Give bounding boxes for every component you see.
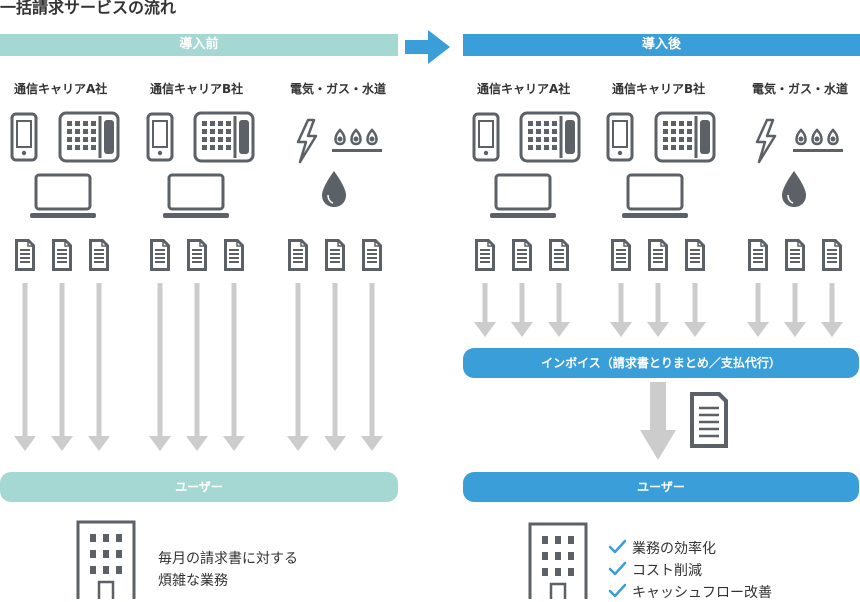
before-provider-a-label: 通信キャリアA社 — [14, 82, 108, 96]
water-drop-icon — [781, 170, 807, 208]
invoice-document-icon — [88, 238, 110, 272]
down-arrow-icon — [747, 283, 769, 337]
after-provider-b-label: 通信キャリアB社 — [612, 82, 706, 96]
after-header: 導入後 — [463, 34, 860, 56]
invoice-document-icon — [287, 238, 309, 272]
consolidated-invoice-icon — [690, 392, 728, 448]
transition-arrow-icon — [405, 30, 450, 64]
after-invoice-documents — [474, 238, 843, 272]
smartphone-icon — [146, 112, 174, 162]
desk-phone-icon — [519, 111, 581, 163]
smartphone-icon — [472, 112, 500, 162]
smartphone-icon — [606, 112, 634, 162]
consolidated-down-arrow-icon — [640, 382, 676, 460]
down-arrow-icon — [14, 283, 36, 451]
down-arrow-icon — [287, 283, 309, 451]
gas-flame-icon — [330, 128, 384, 154]
desk-phone-icon — [654, 111, 716, 163]
down-arrow-icon — [51, 283, 73, 451]
check-icon — [608, 539, 627, 554]
before-provider-b-label: 通信キャリアB社 — [150, 82, 244, 96]
benefit-cashflow: キャッシュフロー改善 — [632, 585, 772, 601]
invoice-document-icon — [361, 238, 383, 272]
invoice-document-icon — [610, 238, 632, 272]
page-title: 一括請求サービスの流れ — [0, 0, 177, 17]
down-arrow-icon — [511, 283, 533, 337]
invoice-document-icon — [747, 238, 769, 272]
laptop-icon — [28, 173, 98, 220]
invoice-document-icon — [149, 238, 171, 272]
down-arrow-icon — [186, 283, 208, 451]
office-building-icon — [76, 520, 136, 599]
laptop-icon — [620, 173, 690, 220]
before-description-line2: 煩雑な業務 — [158, 573, 228, 589]
down-arrow-icon — [474, 283, 496, 337]
desk-phone-icon — [58, 111, 120, 163]
electricity-bolt-icon — [296, 118, 318, 164]
benefit-cost-reduction: コスト削減 — [632, 563, 702, 579]
gas-flame-icon — [791, 128, 845, 154]
before-description-line1: 毎月の請求書に対する — [158, 551, 298, 567]
before-header: 導入前 — [0, 34, 398, 56]
invoice-document-icon — [511, 238, 533, 272]
invoice-document-icon — [186, 238, 208, 272]
invoice-document-icon — [474, 238, 496, 272]
down-arrow-icon — [361, 283, 383, 451]
after-utilities-label: 電気・ガス・水道 — [752, 82, 849, 96]
benefit-efficiency: 業務の効率化 — [632, 541, 716, 557]
invoice-document-icon — [821, 238, 843, 272]
electricity-bolt-icon — [755, 118, 777, 164]
invoice-document-icon — [324, 238, 346, 272]
down-arrow-icon — [784, 283, 806, 337]
invoice-document-icon — [14, 238, 36, 272]
before-flow-arrows — [14, 283, 383, 451]
invoice-document-icon — [647, 238, 669, 272]
down-arrow-icon — [821, 283, 843, 337]
check-icon — [608, 583, 627, 598]
down-arrow-icon — [647, 283, 669, 337]
down-arrow-icon — [324, 283, 346, 451]
down-arrow-icon — [149, 283, 171, 451]
water-drop-icon — [321, 170, 347, 208]
before-user-bar: ユーザー — [0, 472, 398, 502]
invoice-document-icon — [223, 238, 245, 272]
smartphone-icon — [10, 112, 38, 162]
down-arrow-icon — [548, 283, 570, 337]
down-arrow-icon — [610, 283, 632, 337]
check-icon — [608, 561, 627, 576]
laptop-icon — [488, 173, 558, 220]
invoice-consolidation-bar: インボイス（請求書とりまとめ／支払代行） — [463, 348, 859, 378]
invoice-document-icon — [548, 238, 570, 272]
down-arrow-icon — [88, 283, 110, 451]
invoice-document-icon — [684, 238, 706, 272]
after-provider-a-label: 通信キャリアA社 — [477, 82, 571, 96]
after-flow-arrows — [474, 283, 843, 460]
office-building-icon — [528, 522, 588, 599]
after-user-bar: ユーザー — [463, 472, 859, 502]
laptop-icon — [161, 173, 231, 220]
invoice-document-icon — [51, 238, 73, 272]
desk-phone-icon — [193, 111, 255, 163]
invoice-document-icon — [784, 238, 806, 272]
before-invoice-documents — [14, 238, 383, 272]
before-utilities-label: 電気・ガス・水道 — [290, 82, 387, 96]
down-arrow-icon — [223, 283, 245, 451]
down-arrow-icon — [684, 283, 706, 337]
